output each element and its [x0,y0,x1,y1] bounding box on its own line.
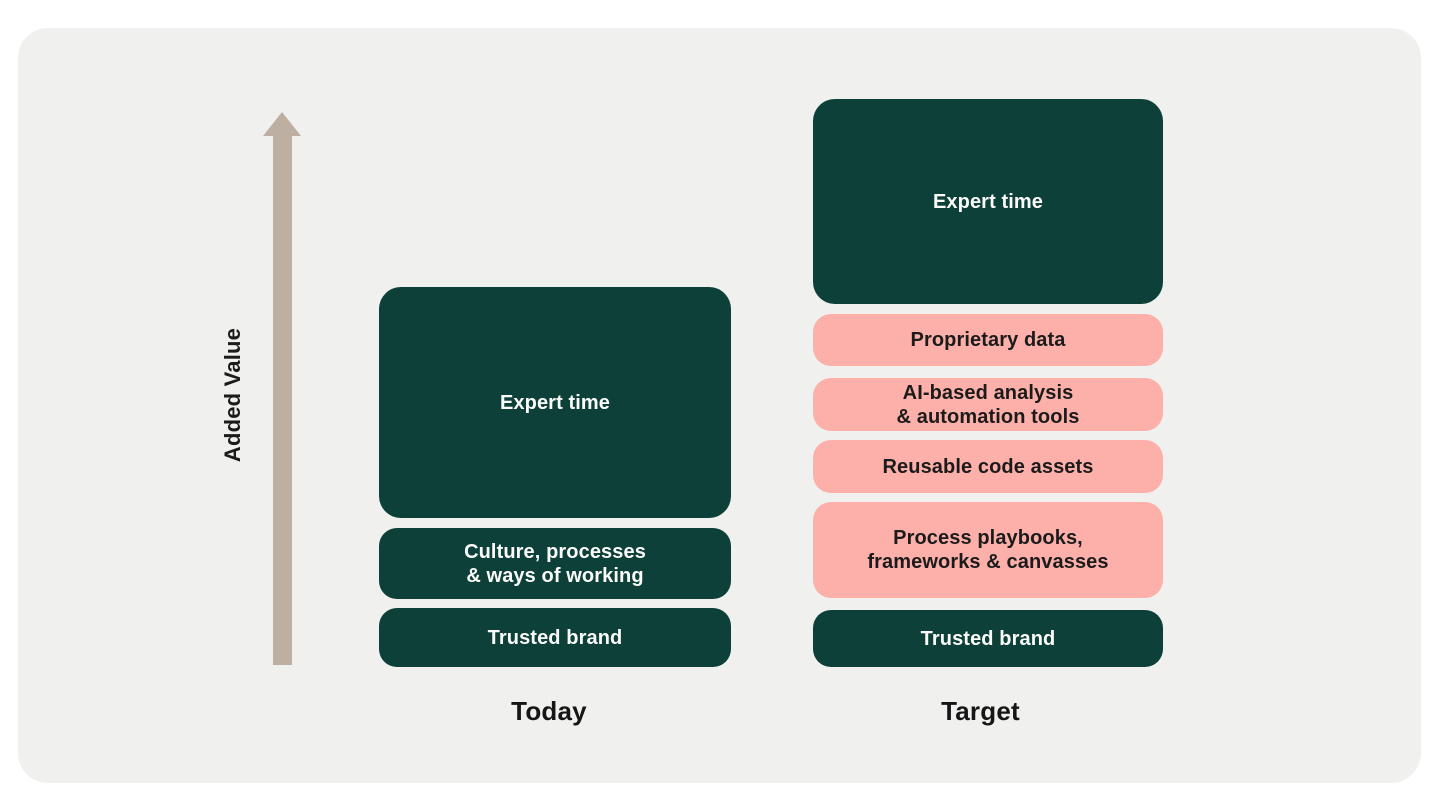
column-label-target: Target [941,695,1020,726]
block-today-trusted-brand: Trusted brand [379,608,731,667]
block-today-culture-processes: Culture, processes & ways of working [379,528,731,599]
block-today-expert-time: Expert time [379,287,731,518]
block-target-process-playbooks: Process playbooks, frameworks & canvasse… [813,502,1163,598]
block-target-expert-time: Expert time [813,99,1163,304]
arrow-up-icon [263,112,301,136]
block-target-reusable-code-assets: Reusable code assets [813,440,1163,493]
block-target-proprietary-data: Proprietary data [813,314,1163,366]
column-label-today: Today [511,695,587,726]
block-target-ai-analysis-tools: AI-based analysis & automation tools [813,378,1163,431]
added-value-arrow-shaft [273,134,292,665]
block-target-trusted-brand: Trusted brand [813,610,1163,667]
added-value-axis-label: Added Value [220,327,245,463]
